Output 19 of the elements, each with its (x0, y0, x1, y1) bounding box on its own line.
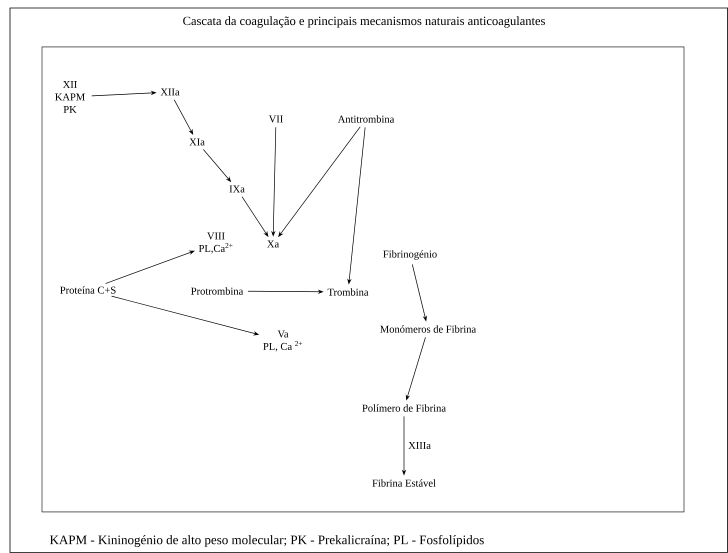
factor-label: XIa (189, 138, 205, 146)
factor-label: Protrombina (191, 287, 244, 295)
factor-label: VIII PL,Ca$^{2+}$ (198, 232, 233, 254)
factor-label: Va PL, Ca $^{2+}$ (263, 330, 302, 352)
factor-label: Antitrombina (338, 115, 394, 123)
factor-label: IXa (230, 186, 245, 192)
factor-label: XII KAPM PK (55, 81, 85, 113)
title: Cascata da coagulação e principais mecanismos naturais anticoagulantes (183, 16, 545, 28)
factor-label: XIIa (160, 88, 180, 96)
factor-label: Monómeros de Fibrina (380, 325, 476, 333)
edge-label: XIIIa (407, 441, 432, 450)
factor-label: Xa (267, 240, 279, 248)
factor-label: Proteína C+S (60, 286, 116, 294)
factor-label: VII (268, 115, 283, 122)
factor-label: Fibrinogénio (383, 250, 437, 260)
caption: KAPM - Kininogénio de alto peso molecular; PK - Prekalicraína; PL - Fosfolípidos (50, 535, 484, 547)
factor-label: Polímero de Fibrina (362, 404, 446, 412)
factor-label: Fibrina Estável (372, 479, 436, 487)
factor-label: Trombina (328, 288, 368, 296)
